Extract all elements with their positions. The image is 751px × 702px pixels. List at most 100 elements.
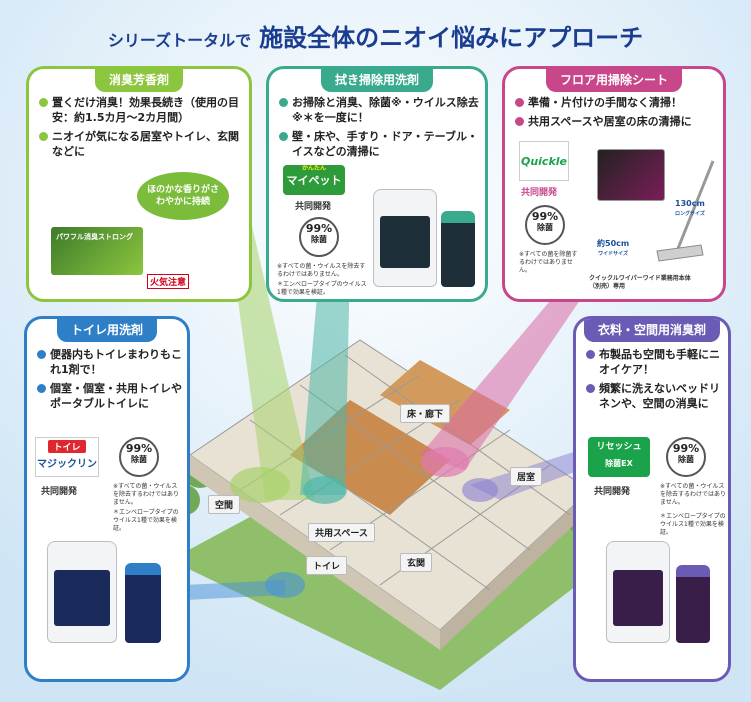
joint-dev-label: 共同開発 <box>594 487 631 497</box>
bullet-icon <box>279 132 288 141</box>
list-item: 共用スペースや居室の床の清掃に <box>515 114 723 129</box>
badge-text: 除菌 <box>311 235 327 244</box>
badge-pct: 99% <box>672 442 700 455</box>
headline-sub: シリーズトータルで <box>107 31 252 50</box>
room-label-toilet: トイレ <box>306 556 348 575</box>
bullet-icon <box>37 384 46 393</box>
size-wide: 約50cm ワイドサイズ <box>597 239 629 259</box>
bottle-label <box>380 216 430 268</box>
list-item: 個室・個室・共用トイレやポータブルトイレに <box>37 381 185 411</box>
panel-deodorant: 消臭芳香剤 置くだけ消臭！効果長続き（使用の目安：約1.5カ月〜2カ月間） ニオ… <box>26 66 252 302</box>
joint-dev-label: 共同開発 <box>521 188 558 198</box>
bullet-list: 布製品も空間も手軽にニオイケア！ 頻繁に洗えないベッドリネンや、空間の消臭に <box>586 347 728 415</box>
bullet-list: お掃除と消臭、除菌※・ウイルス除去※＊を一度に！ 壁・床や、手すり・ドア・テーブ… <box>279 95 484 163</box>
bullet-icon <box>279 98 288 107</box>
headline-main: 施設全体のニオイ悩みにアプローチ <box>259 24 644 52</box>
bullet-text: 便器内もトイレまわりもこれ1剤で！ <box>50 348 182 376</box>
brand-logo: トイレ マジックリン <box>35 437 99 477</box>
room-label-common: 共用スペース <box>308 523 375 542</box>
badge-text: 除菌 <box>678 455 694 464</box>
brand-name: Quickle <box>520 155 568 168</box>
room-label-private: 空間 <box>208 495 241 514</box>
list-item: 壁・床や、手すり・ドア・テーブル・イスなどの清掃に <box>279 129 484 159</box>
bullet-icon <box>515 98 524 107</box>
note-1: ※すべての菌・ウイルスを除去するわけではありません。 <box>660 483 727 506</box>
badge-pct: 99% <box>305 222 333 235</box>
brand-logo: Quickle <box>519 141 569 181</box>
note-2: ＊エンベロープタイプのウイルス1種で効果を検証。 <box>277 281 367 296</box>
refill-bottle <box>47 541 117 643</box>
bottle-label <box>613 570 663 626</box>
refill-bottle <box>373 189 437 287</box>
refill-bottle <box>606 541 670 643</box>
spray-bottle <box>125 563 161 643</box>
room-label-hall: 床・廊下 <box>400 404 451 423</box>
room-label-living: 居室 <box>510 467 543 486</box>
spray-bottle <box>676 565 710 643</box>
speech-bubble: ほのかな香りがさわやかに持続 <box>137 172 229 220</box>
badge-text: 除菌 <box>131 455 147 464</box>
bullet-text: 共用スペースや居室の床の清掃に <box>528 115 692 128</box>
bullet-list: 便器内もトイレまわりもこれ1剤で！ 個室・個室・共用トイレやポータブルトイレに <box>37 347 185 415</box>
headline: シリーズトータルで施設全体のニオイ悩みにアプローチ <box>0 18 751 53</box>
bullet-list: 準備・片付けの手間なく清掃！ 共用スペースや居室の床の清掃に <box>515 95 723 133</box>
note-1: ※すべての菌・ウイルスを除去するわけではありません。 <box>113 483 180 506</box>
sanitize-badge: 99%除菌 <box>299 217 339 257</box>
mop-icon <box>656 160 715 262</box>
note-2: ＊エンベロープタイプのウイルス1種で効果を検証。 <box>113 509 179 532</box>
bullet-text: ニオイが気になる居室やトイレ、玄関などに <box>52 130 239 158</box>
sheet-box <box>597 149 665 201</box>
bullet-text: 準備・片付けの手間なく清掃！ <box>528 96 682 109</box>
size-long: 130cm ロングサイズ <box>675 199 705 219</box>
note-2: ＊エンベロープタイプのウイルス1種で効果を検証。 <box>660 513 726 536</box>
panel-title: 衣料・空間用消臭剤 <box>583 319 721 342</box>
size-value: 130cm <box>675 199 705 208</box>
bullet-icon <box>586 350 595 359</box>
room-label-entrance: 玄関 <box>400 553 433 572</box>
product-box: パワフル消臭ストロング <box>51 227 143 275</box>
note: ※すべての菌を除菌するわけではありません。 <box>519 251 578 274</box>
bottle-label <box>54 570 110 626</box>
list-item: ニオイが気になる居室やトイレ、玄関などに <box>39 129 244 159</box>
bullet-icon <box>37 350 46 359</box>
note-1: ※すべての菌・ウイルスを除去するわけではありません。 <box>277 263 366 278</box>
bullet-text: お掃除と消臭、除菌※・ウイルス除去※＊を一度に！ <box>292 96 479 124</box>
box-label: パワフル消臭ストロング <box>56 233 133 241</box>
size-caption: ロングサイズ <box>675 211 705 217</box>
bubble-text: ほのかな香りがさわやかに持続 <box>146 185 219 207</box>
sanitize-badge: 99%除菌 <box>525 205 565 245</box>
bullet-text: 壁・床や、手すり・ドア・テーブル・イスなどの清掃に <box>292 130 479 158</box>
bullet-icon <box>39 132 48 141</box>
size-caption: ワイドサイズ <box>598 251 629 257</box>
joint-dev-label: 共同開発 <box>295 202 332 212</box>
brand-name: マジックリン <box>37 459 97 470</box>
list-item: 準備・片付けの手間なく清掃！ <box>515 95 723 110</box>
brand-sub: 除菌EX <box>605 459 633 468</box>
badge-pct: 99% <box>125 442 153 455</box>
brand-name: リセッシュ <box>596 442 642 452</box>
spray-bottle <box>441 211 475 287</box>
panel-wipe: 拭き掃除用洗剤 お掃除と消臭、除菌※・ウイルス除去※＊を一度に！ 壁・床や、手す… <box>266 66 488 302</box>
caption: クイックルワイパーワイド業務用本体（別売）専用 <box>589 275 691 290</box>
size-value: 約50cm <box>597 239 630 248</box>
bullet-list: 置くだけ消臭！効果長続き（使用の目安：約1.5カ月〜2カ月間） ニオイが気になる… <box>39 95 244 163</box>
bullet-icon <box>586 384 595 393</box>
brand-small: トイレ <box>48 440 86 453</box>
bullet-icon <box>39 98 48 107</box>
list-item: 布製品も空間も手軽にニオイケア！ <box>586 347 728 377</box>
badge-text: 除菌 <box>537 223 553 232</box>
bullet-text: 置くだけ消臭！効果長続き（使用の目安：約1.5カ月〜2カ月間） <box>52 96 239 124</box>
panel-title: 消臭芳香剤 <box>94 69 184 92</box>
list-item: 便器内もトイレまわりもこれ1剤で！ <box>37 347 185 377</box>
brand-small: かんたん <box>301 165 326 172</box>
brand-logo: かんたん マイペット <box>283 165 345 195</box>
sanitize-badge: 99%除菌 <box>666 437 706 477</box>
bullet-text: 布製品も空間も手軽にニオイケア！ <box>599 348 720 376</box>
panel-fabric: 衣料・空間用消臭剤 布製品も空間も手軽にニオイケア！ 頻繁に洗えないベッドリネン… <box>573 316 731 682</box>
bullet-text: 個室・個室・共用トイレやポータブルトイレに <box>50 382 182 410</box>
joint-dev-label: 共同開発 <box>41 487 78 497</box>
badge-pct: 99% <box>531 210 559 223</box>
panel-floor: フロア用掃除シート 準備・片付けの手間なく清掃！ 共用スペースや居室の床の清掃に… <box>502 66 726 302</box>
list-item: 頻繁に洗えないベッドリネンや、空間の消臭に <box>586 381 728 411</box>
fire-warning: 火気注意 <box>147 274 190 289</box>
